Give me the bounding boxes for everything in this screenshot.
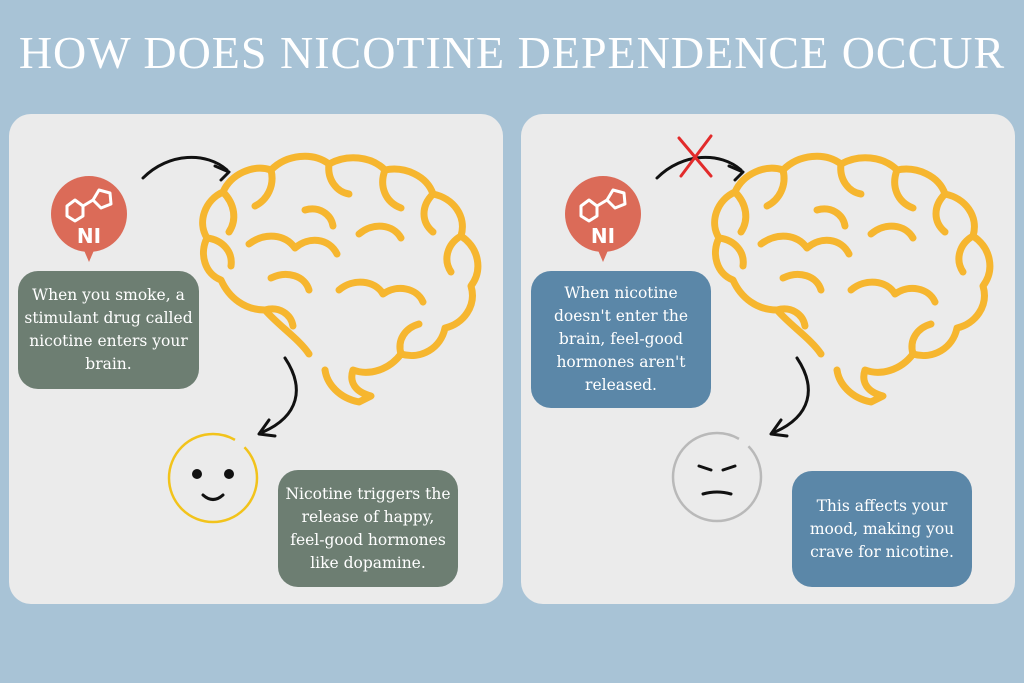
left-panel-art: NI xyxy=(51,152,482,524)
right-panel-art: NI xyxy=(565,134,994,523)
badge-label: NI xyxy=(77,224,101,248)
nicotine-molecule-icon: NI xyxy=(565,176,641,262)
sad-face-icon xyxy=(671,431,763,523)
left-panel: NI xyxy=(9,114,503,604)
arrow-to-face-icon xyxy=(769,356,810,438)
brain-icon xyxy=(711,152,994,406)
mood-description: This affects your mood, making you crave… xyxy=(792,471,972,587)
release-description: Nicotine triggers the release of happy, … xyxy=(278,470,458,587)
happy-face-icon xyxy=(167,432,259,524)
brain-icon xyxy=(199,152,482,406)
nicotine-molecule-icon: NI xyxy=(51,176,127,262)
right-panel: NI xyxy=(521,114,1015,604)
red-cross-icon xyxy=(677,134,713,178)
page-title: HOW DOES NICOTINE DEPENDENCE OCCUR xyxy=(18,27,1006,78)
arrow-to-face-icon xyxy=(257,356,298,438)
arrow-to-brain-icon xyxy=(141,155,231,182)
blocked-arrow-icon xyxy=(655,155,745,182)
smoke-description: When you smoke, a stimulant drug called … xyxy=(18,271,199,389)
badge-label: NI xyxy=(591,224,615,248)
no-entry-description: When nicotine doesn't enter the brain, f… xyxy=(531,271,711,408)
